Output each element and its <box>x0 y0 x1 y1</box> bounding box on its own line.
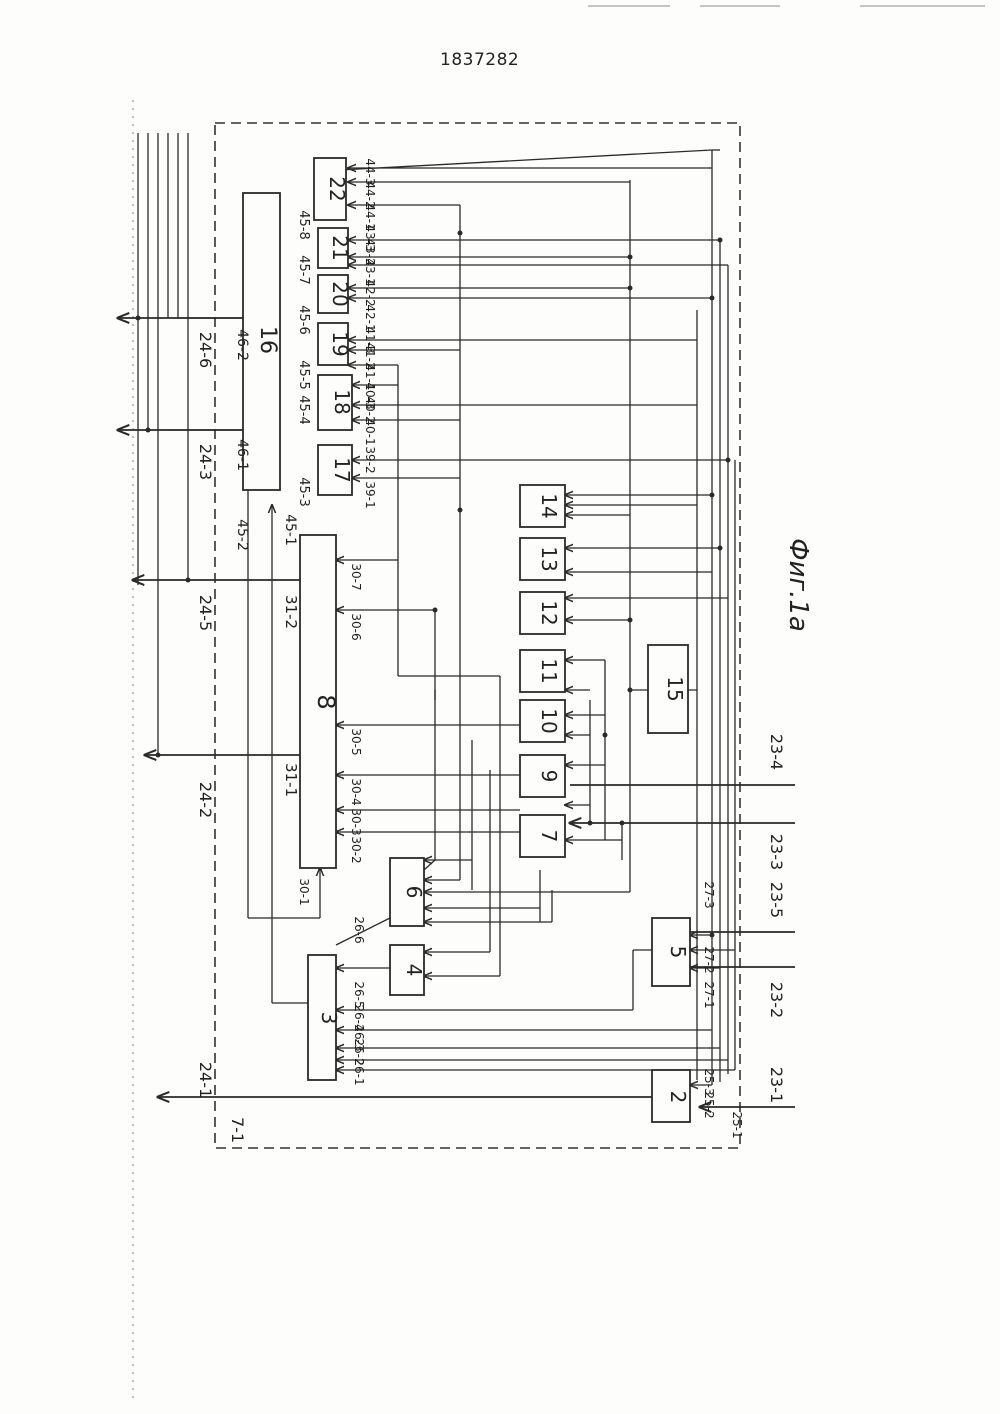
label-45-5: 45-5 <box>296 360 311 390</box>
block-4-6-connection-lines <box>424 860 630 976</box>
block-18-label: 18 <box>330 389 354 414</box>
label-30-2: 30-2 <box>349 836 363 863</box>
input-label-23-1: 23-1 <box>767 1067 786 1103</box>
output-label-24-2: 24-2 <box>196 782 215 818</box>
block-14-label: 14 <box>537 493 561 518</box>
label-45-1: 45-1 <box>282 514 298 546</box>
label-42-1: 42-1 <box>363 304 377 331</box>
label-39-2: 39-2 <box>363 446 377 473</box>
label-30-6: 30-6 <box>349 613 363 640</box>
output-arrows <box>118 316 652 1098</box>
block-2-label: 2 <box>666 1091 690 1104</box>
label-30-5: 30-5 <box>349 728 363 755</box>
frame-label: 7-1 <box>228 1117 247 1143</box>
label-31-2: 31-2 <box>282 595 300 629</box>
figure-caption: Фиг.1а <box>783 538 813 632</box>
block-10-label: 10 <box>537 708 561 733</box>
block-4-label: 4 <box>402 964 426 977</box>
label-30-3: 30-3 <box>349 808 363 835</box>
label-46-2: 46-2 <box>234 329 250 361</box>
block-17-label: 17 <box>330 457 354 482</box>
block-22-label: 22 <box>325 176 349 201</box>
label-25-3: 25-3 <box>702 1068 716 1095</box>
label-27-2: 27-2 <box>702 946 716 973</box>
label-25-1: 25-1 <box>730 1111 744 1138</box>
label-45-7: 45-7 <box>296 255 311 285</box>
output-label-24-6: 24-6 <box>196 332 215 368</box>
label-26-6: 26-6 <box>352 916 366 943</box>
label-45-6: 45-6 <box>296 305 311 335</box>
label-45-8: 45-8 <box>296 210 311 240</box>
input-label-23-3: 23-3 <box>767 834 786 870</box>
label-44-3: 44-3 <box>363 158 377 185</box>
external-bus-lines <box>138 133 188 755</box>
label-30-4: 30-4 <box>349 778 363 805</box>
block-21-label: 21 <box>328 235 352 260</box>
label-39-1: 39-1 <box>363 481 377 508</box>
block-19-label: 19 <box>328 331 352 356</box>
label-30-1: 30-1 <box>297 878 311 905</box>
label-27-1: 27-1 <box>702 981 716 1008</box>
block-7-label: 7 <box>537 830 561 843</box>
blocks <box>243 158 690 1122</box>
input-label-23-4: 23-4 <box>767 734 786 770</box>
output-label-24-3: 24-3 <box>196 444 215 480</box>
input-label-23-5: 23-5 <box>767 882 786 918</box>
label-45-4: 45-4 <box>296 395 311 425</box>
block-5-label: 5 <box>666 946 690 959</box>
block-11-label: 11 <box>537 658 561 683</box>
output-label-24-1: 24-1 <box>196 1062 215 1098</box>
block-20-label: 20 <box>328 281 352 306</box>
input-label-23-2: 23-2 <box>767 982 786 1018</box>
block-9-label: 9 <box>537 770 561 783</box>
unit-frame <box>215 123 740 1148</box>
block-6-label: 6 <box>402 886 426 899</box>
block-15-label: 15 <box>663 676 687 701</box>
label-30-7: 30-7 <box>349 563 363 590</box>
block-12-label: 12 <box>537 600 561 625</box>
block-8-label: 8 <box>312 694 340 709</box>
block-16-label: 16 <box>255 326 280 354</box>
label-46-1: 46-1 <box>234 439 250 471</box>
block-13-label: 13 <box>537 546 561 571</box>
label-45-2: 45-2 <box>234 519 250 551</box>
label-45-3: 45-3 <box>296 477 311 507</box>
label-27-3: 27-3 <box>702 881 716 908</box>
output-label-24-5: 24-5 <box>196 595 215 631</box>
block-3-label: 3 <box>317 1012 341 1025</box>
label-26-5: 26-5 <box>352 981 366 1008</box>
label-31-1: 31-1 <box>282 763 300 797</box>
